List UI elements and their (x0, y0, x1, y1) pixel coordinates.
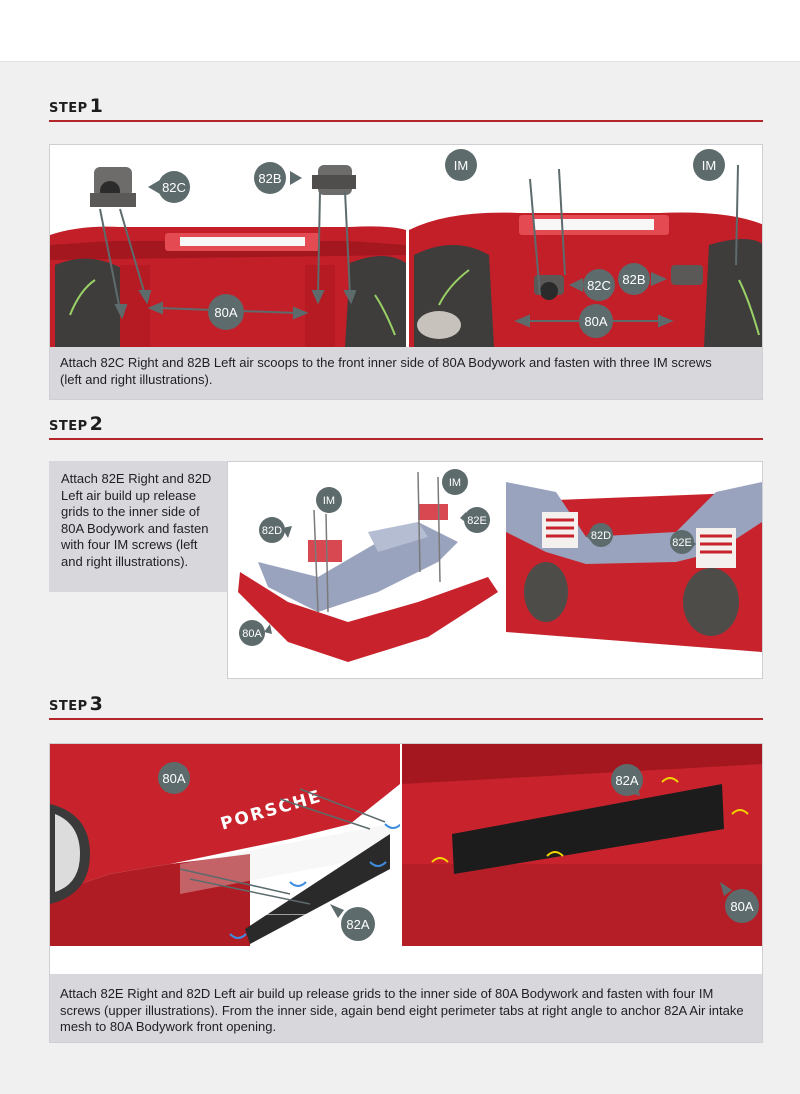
label-82e: 82E (467, 515, 487, 527)
step-1-right-illustration: IM IM 82C 82B 80A (409, 149, 762, 347)
label-im-right: IM (449, 477, 461, 489)
label-80a: 80A (584, 314, 607, 329)
label-82a: 82A (615, 773, 638, 788)
label-82d: 82D (262, 525, 282, 537)
label-im-left: IM (454, 158, 468, 173)
label-82c: 82C (162, 180, 186, 195)
step-number: 1 (89, 95, 104, 117)
step-1-caption: Attach 82C Right and 82B Left air scoops… (50, 347, 762, 399)
step-1-left-illustration: 82C 82B 80A (50, 162, 406, 347)
label-82b: 82B (622, 272, 645, 287)
label-80a: 80A (242, 628, 262, 640)
step-3-right-illustration: 82A 80A (402, 744, 762, 946)
step-3-panel: PORSCHE 80A 82A (49, 743, 763, 1043)
label-82b: 82B (258, 171, 281, 186)
step-number: 2 (89, 413, 104, 435)
label-82d: 82D (591, 530, 611, 542)
label-80a: 80A (730, 899, 753, 914)
step-word: STEP (49, 101, 88, 116)
step-word: STEP (49, 699, 88, 714)
label-im-left: IM (323, 495, 335, 507)
step-number: 3 (89, 693, 104, 715)
label-82e: 82E (672, 537, 692, 549)
step-2-left-illustration: IM IM 82D 82E 80A (238, 469, 498, 662)
label-82c: 82C (587, 278, 611, 293)
step-2-caption: Attach 82E Right and 82D Left air build … (49, 461, 227, 592)
label-80a: 80A (214, 305, 237, 320)
step-3-caption: Attach 82E Right and 82D Left air build … (50, 974, 762, 1042)
step-2-panel: IM IM 82D 82E 80A 82D 82E (227, 461, 763, 679)
step-3-left-illustration: PORSCHE 80A 82A (50, 744, 400, 946)
step-2-right-illustration: 82D 82E (506, 482, 762, 652)
step-word: STEP (49, 419, 88, 434)
label-82a: 82A (346, 917, 369, 932)
label-80a: 80A (162, 771, 185, 786)
step-1-panel: 82C 82B 80A IM IM 82C (49, 144, 763, 400)
top-band (0, 0, 800, 62)
label-im-right: IM (702, 158, 716, 173)
